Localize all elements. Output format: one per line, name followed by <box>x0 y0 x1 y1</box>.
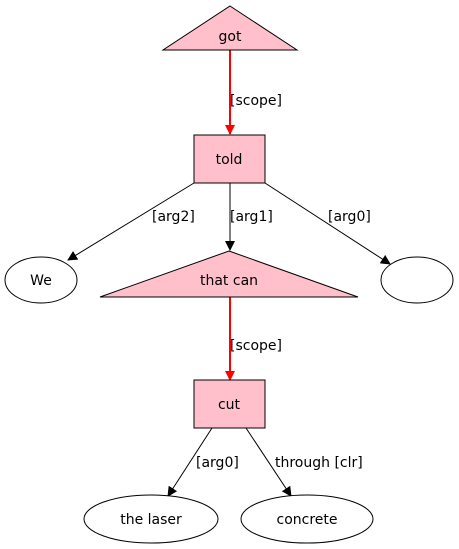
node-label: told <box>216 152 243 168</box>
edge-label-arg2: [arg2] <box>152 209 195 225</box>
node-label: cut <box>218 397 241 413</box>
edge-told-empty: [arg0] <box>264 182 391 265</box>
edge-cut-concrete: through [clr] <box>245 427 363 497</box>
edge-told-that-can: [arg1] <box>225 183 273 251</box>
edge-label-through-clr: through [clr] <box>275 455 363 471</box>
node-told: told <box>193 134 266 184</box>
node-label: concrete <box>277 512 338 528</box>
edge-that-can-cut: [scope] <box>225 297 282 381</box>
node-got: got <box>161 5 299 51</box>
edge-told-we: [arg2] <box>67 182 195 261</box>
node-label: We <box>30 273 52 289</box>
edge-label-arg0: [arg0] <box>328 209 371 225</box>
node-we: We <box>4 256 78 304</box>
node-label: got <box>219 29 242 45</box>
node-concrete: concrete <box>240 494 374 544</box>
edge-label-scope: [scope] <box>230 338 282 354</box>
node-the-laser: the laser <box>83 494 219 544</box>
edge-label-arg1: [arg1] <box>230 209 273 225</box>
edge-cut-the-laser: [arg0] <box>167 427 239 497</box>
edge-got-told: [scope] <box>225 50 282 135</box>
edge-label-arg0: [arg0] <box>196 455 239 471</box>
node-label: the laser <box>120 512 182 528</box>
node-label: that can <box>200 273 258 289</box>
node-cut: cut <box>193 379 266 429</box>
node-that-can: that can <box>99 250 359 298</box>
edge-label-scope: [scope] <box>230 93 282 109</box>
node-empty <box>380 256 454 304</box>
